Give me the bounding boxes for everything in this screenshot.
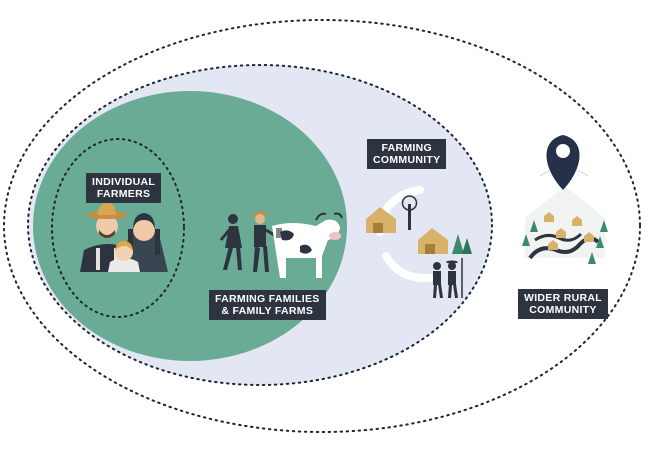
label-farming-families: FARMING FAMILIES & FAMILY FARMS <box>209 290 326 320</box>
individual-farmers-ring <box>51 138 185 318</box>
label-rural-line1: WIDER RURAL <box>524 292 602 304</box>
label-rural-line2: COMMUNITY <box>529 304 597 316</box>
label-individual-line2: FARMERS <box>96 188 151 200</box>
family-with-cow-icon <box>219 212 343 278</box>
wider-rural-community-ring <box>3 19 641 433</box>
label-families-line1: FARMING FAMILIES <box>215 293 320 305</box>
label-farming-community: FARMING COMMUNITY <box>367 139 447 169</box>
label-families-line2: & FAMILY FARMS <box>221 305 314 317</box>
label-wider-rural-community: WIDER RURAL COMMUNITY <box>518 289 608 319</box>
village-location-pin-icon <box>522 135 608 264</box>
label-individual-line1: INDIVIDUAL <box>92 176 156 188</box>
label-community-line2: COMMUNITY <box>373 154 441 166</box>
label-individual-farmers: INDIVIDUAL FARMERS <box>86 173 162 203</box>
label-community-line1: FARMING <box>381 142 432 154</box>
barns-and-farmers-icon <box>366 186 472 298</box>
farmer-family-icon <box>80 203 168 272</box>
